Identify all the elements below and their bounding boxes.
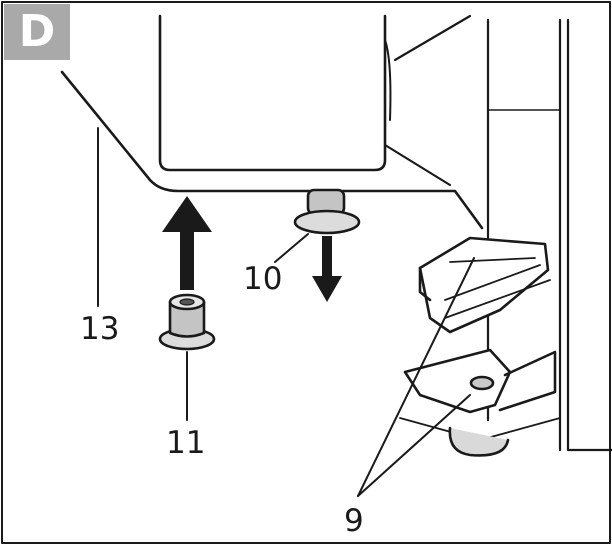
casing-bevel [383,143,452,187]
upper-block-edge [384,39,392,121]
wedge-foot-upper-bottom [444,279,551,319]
foot-screw-hole [469,375,495,391]
leader-10 [274,233,309,263]
callout-11: 11 [166,425,206,461]
callout-13: 13 [80,311,120,347]
fitted-foot-rim [293,209,361,235]
casing-line [393,14,472,62]
insert-up-arrow [162,196,212,290]
foot-pad [448,426,510,457]
wedge-foot-upper-side [418,266,432,302]
panel-badge: D [4,4,70,60]
base-plate-outline [60,70,484,230]
leader-9-upper [357,257,475,497]
panel-letter: D [18,6,56,57]
leader-9-lower [357,394,471,497]
remove-down-arrow [312,236,342,302]
callout-9: 9 [344,503,364,539]
callout-10: 10 [243,261,283,297]
casing-wall-right [566,18,612,452]
wedge-foot-upper-edge [444,264,541,301]
upper-block [158,14,387,172]
loose-foot-bore [179,298,195,306]
loose-foot-stem [168,300,206,338]
wedge-foot-lower [403,348,512,414]
wedge-foot-lower-side [498,350,557,412]
wedge-foot-upper-ridge [449,257,536,263]
